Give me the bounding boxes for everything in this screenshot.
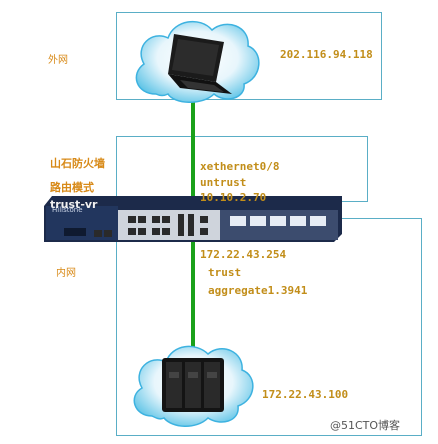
external-zone-box: [116, 12, 382, 100]
external-interface-zone: untrust: [200, 176, 247, 189]
firewall-device: [44, 196, 342, 242]
internal-interface-zone: trust: [208, 266, 242, 279]
laptop-icon: [168, 34, 232, 94]
uplink-cable: [191, 96, 195, 204]
watermark: @51CTO博客: [330, 419, 401, 432]
firewall-vr: trust-vr: [50, 198, 98, 211]
internet-cloud: [135, 20, 260, 103]
external-zone-label: 外网: [48, 55, 68, 66]
external-interface-ip: 10.10.2.70: [200, 191, 267, 204]
internal-interface-ip: 172.22.43.254: [200, 248, 287, 261]
internal-cloud: [133, 345, 254, 427]
downlink-cable: [191, 240, 195, 358]
internal-zone-label: 内网: [56, 268, 76, 279]
internal-host-ip: 172.22.43.100: [262, 388, 349, 401]
internal-interface-name: aggregate1.3941: [208, 284, 308, 297]
server-icon: [162, 358, 224, 412]
internet-host-ip: 202.116.94.118: [280, 48, 373, 61]
firewall-brand: Hillstone: [52, 206, 83, 214]
firewall-name: 山石防火墙: [50, 157, 105, 170]
external-interface-name: xethernet0/8: [200, 160, 280, 173]
firewall-mode: 路由模式: [50, 181, 94, 194]
